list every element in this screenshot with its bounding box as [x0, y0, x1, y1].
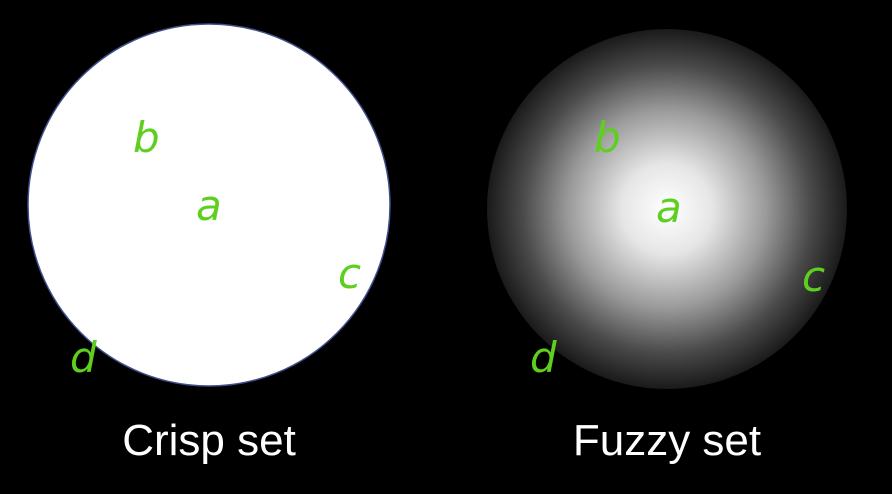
crisp-point-a: a	[196, 181, 222, 230]
fuzzy-point-d: d	[530, 333, 557, 382]
fuzzy-point-c: c	[802, 252, 825, 301]
fuzzy-point-b: b	[594, 113, 621, 162]
crisp-set-caption: Crisp set	[122, 416, 296, 465]
crisp-point-c: c	[338, 249, 361, 298]
fuzzy-point-a: a	[656, 183, 682, 232]
fuzzy-set-caption: Fuzzy set	[572, 416, 762, 465]
fuzzy-set-circle	[487, 29, 847, 389]
crisp-point-b: b	[133, 113, 160, 162]
crisp-point-d: d	[70, 333, 97, 382]
crisp-set-circle	[27, 23, 391, 387]
